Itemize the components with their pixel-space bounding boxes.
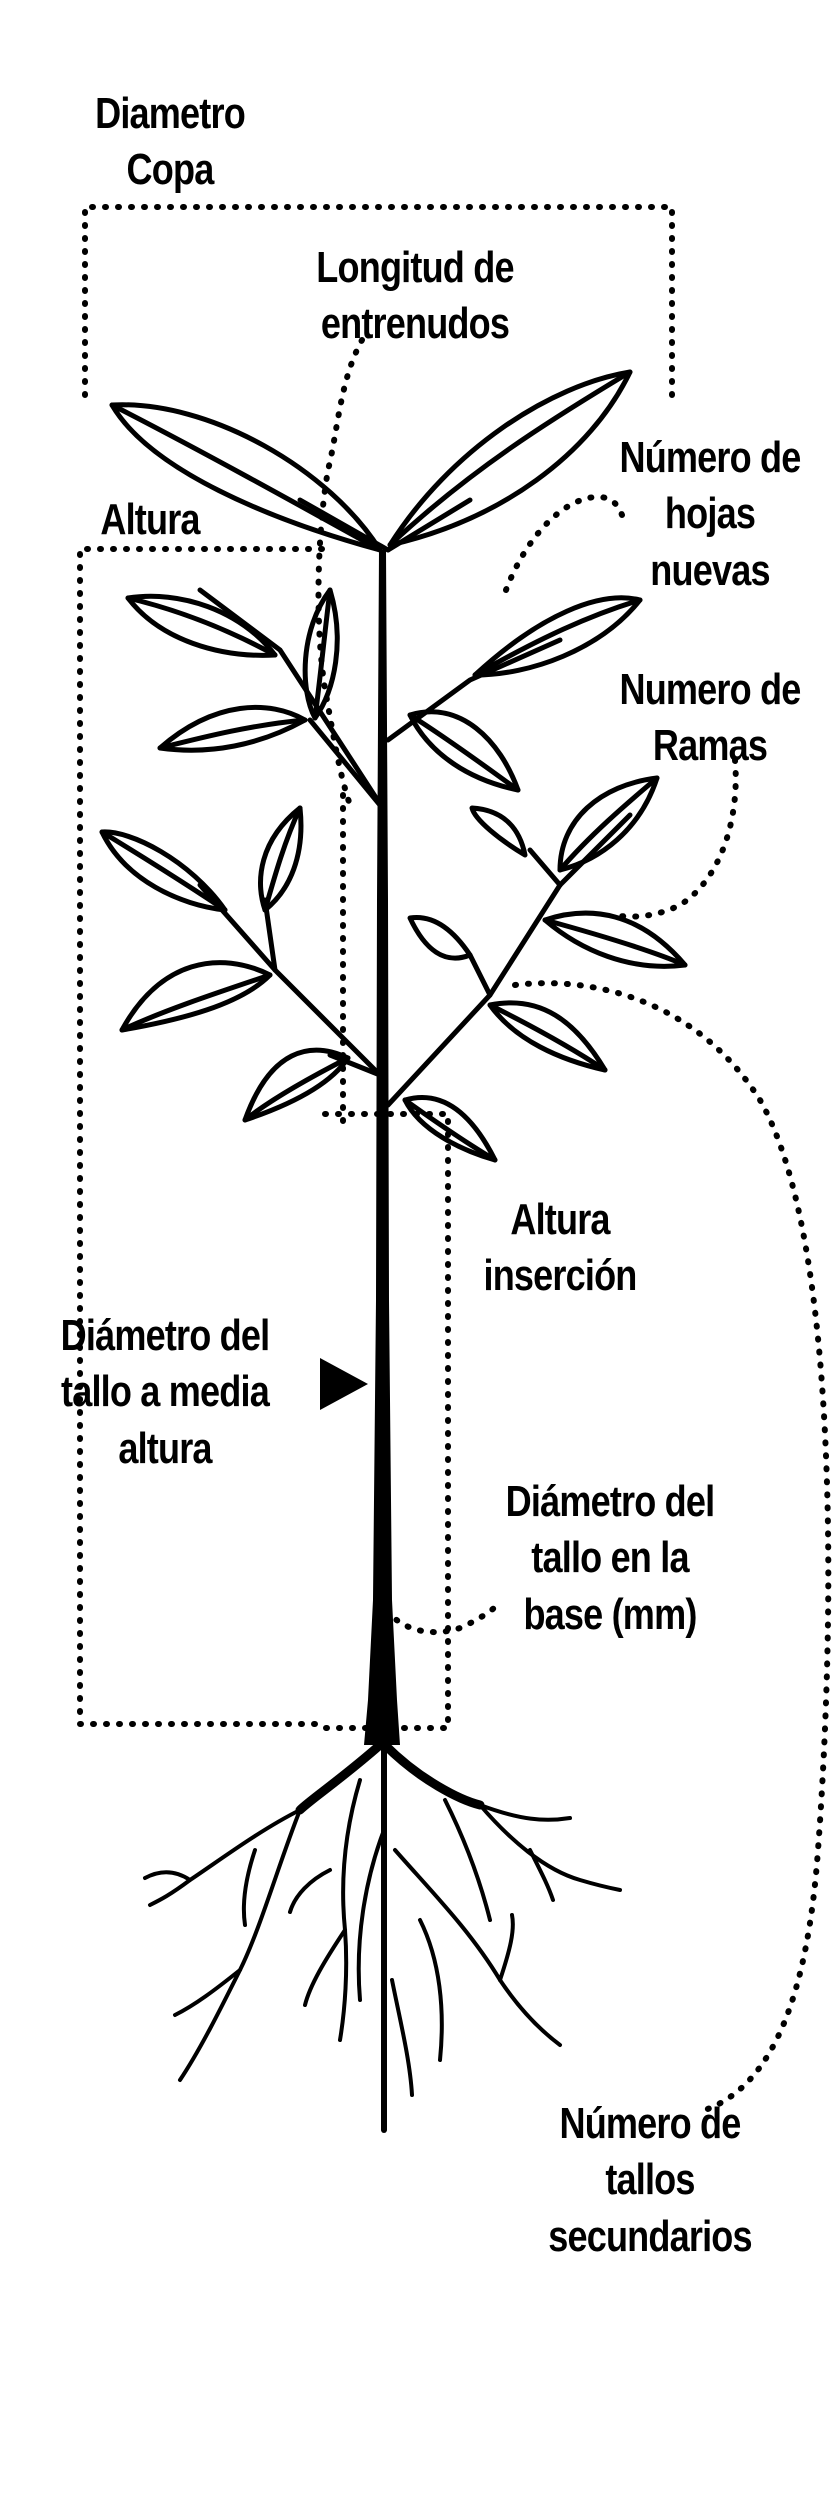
main-stem [364,550,400,1745]
label-line: Número de [559,2099,741,2148]
label-line: Longitud de [316,243,514,292]
label-diametro-base: Diámetro del tallo en la base (mm) [487,1474,733,1643]
label-line: Copa [126,145,215,195]
leaf [407,914,473,961]
label-line: Numero de [619,665,801,714]
insertion-height-bracket [322,1111,451,1731]
label-line: hojas [664,489,756,539]
label-line: Diámetro del [60,1311,271,1360]
label-line: Altura [510,1195,610,1244]
label-diametro-copa: Diametro Copa [80,86,260,199]
label-line: entrenudos [320,299,510,349]
branches [197,497,633,1108]
label-longitud-entrenudos: Longitud de entrenudos [284,240,546,353]
label-altura: Altura [76,492,224,548]
dotted-guides [77,204,832,2113]
label-line: Diametro [95,89,246,138]
label-altura-insercion: Altura inserción [462,1192,659,1305]
leaves [99,369,688,1163]
label-numero-ramas: Numero de Ramas [603,662,816,775]
leaf [469,805,528,858]
crown-diameter-bracket [82,204,675,398]
label-line: base (mm) [523,1589,697,1639]
label-line: nuevas [650,545,770,595]
label-line: Altura [100,495,200,544]
new-leaves-leader [503,493,625,593]
label-numero-hojas: Número de hojas nuevas [603,430,816,599]
base-diameter-leader [377,1597,503,1636]
leaf [387,369,633,548]
label-line: Número de [619,433,801,482]
label-line: tallo en la [531,1533,689,1583]
label-line: secundarios [548,2211,752,2261]
label-diametro-media: Diámetro del tallo a media altura [38,1308,292,1477]
roots [143,1740,622,2133]
branches-leader [617,757,739,920]
secondary-stems-leader [512,980,832,2113]
label-line: tallos [605,2155,695,2205]
label-line: Ramas [652,721,768,771]
arrow-right-triangle-icon [320,1358,368,1410]
label-line: altura [118,1423,212,1473]
label-line: inserción [483,1251,637,1301]
height-bracket [77,546,325,1727]
label-line: tallo a media [61,1367,270,1417]
label-line: Diámetro del [505,1477,716,1526]
label-tallos-secundarios: Número de tallos secundarios [527,2096,773,2265]
